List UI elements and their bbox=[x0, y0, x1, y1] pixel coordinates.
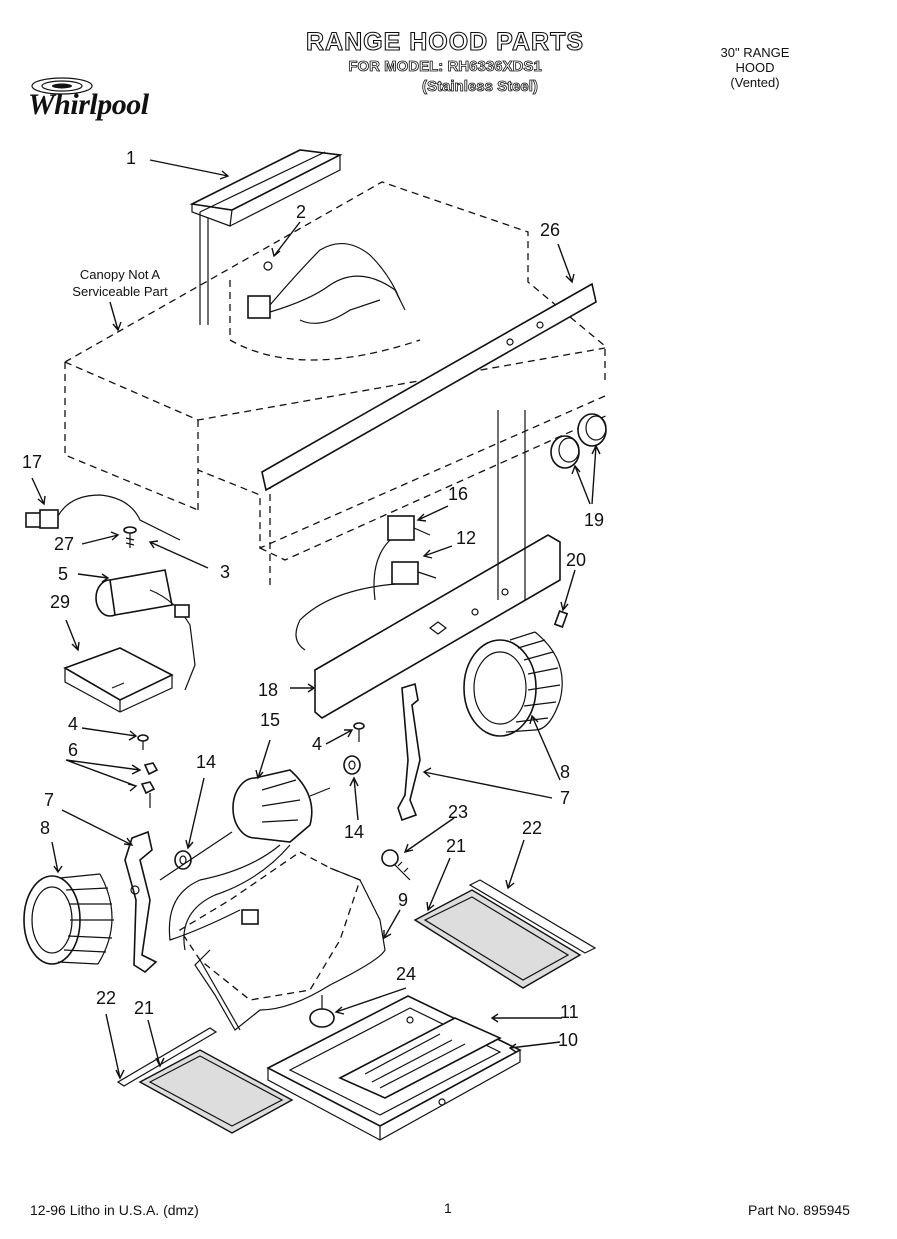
callout-8-left: 8 bbox=[40, 818, 51, 838]
brand-swirl-icon bbox=[31, 77, 93, 95]
footer-part-number: Part No. 895945 bbox=[748, 1202, 850, 1218]
callout-8-right: 8 bbox=[560, 762, 571, 782]
hood-type-line3: (Vented) bbox=[730, 75, 780, 90]
part-27-screw bbox=[123, 526, 137, 548]
callout-21-left: 21 bbox=[134, 998, 155, 1018]
canopy-note-line2: Serviceable Part bbox=[72, 284, 168, 299]
part-21-filter-left bbox=[138, 1049, 294, 1134]
callout-12: 12 bbox=[456, 528, 477, 548]
brand-logo: Whirlpool bbox=[24, 74, 184, 139]
canopy-outline bbox=[64, 181, 611, 585]
part-19-knob-front bbox=[550, 435, 580, 469]
callout-7-left: 7 bbox=[44, 790, 55, 810]
part-20-thermal-fuse bbox=[553, 610, 569, 628]
footer-print-info: 12-96 Litho in U.S.A. (dmz) bbox=[30, 1202, 199, 1218]
callout-5: 5 bbox=[58, 564, 69, 584]
part-12-switch bbox=[295, 561, 437, 651]
part-14-grommet-right bbox=[343, 755, 361, 775]
part-8-blower-wheel-right bbox=[463, 631, 563, 737]
callout-14-right: 14 bbox=[344, 822, 365, 842]
part-7-bracket-right bbox=[397, 682, 421, 822]
canopy-note: Canopy Not A Serviceable Part bbox=[50, 266, 190, 300]
callout-16: 16 bbox=[448, 484, 469, 504]
callout-24: 24 bbox=[396, 964, 417, 984]
part-22-filter-frame-right bbox=[468, 879, 597, 954]
part-24-lamp bbox=[309, 995, 335, 1028]
hood-type-line2: HOOD bbox=[735, 60, 775, 75]
callout-1: 1 bbox=[126, 148, 137, 168]
part-6-nuts bbox=[140, 762, 159, 808]
part-7-bracket-left bbox=[124, 830, 158, 974]
part-21-filter-right bbox=[413, 889, 582, 989]
part-29-light-bracket bbox=[63, 647, 174, 713]
brand-name: Whirlpool bbox=[28, 88, 149, 121]
part-26-trim-strip bbox=[261, 282, 597, 492]
callout-11: 11 bbox=[560, 1002, 579, 1022]
page-title: RANGE HOOD PARTS bbox=[305, 27, 585, 56]
part-1-light-lens bbox=[189, 149, 343, 325]
callout-2: 2 bbox=[296, 202, 307, 222]
part-14-grommet-left bbox=[174, 850, 192, 870]
callout-3: 3 bbox=[220, 562, 231, 582]
footer-page-number: 1 bbox=[444, 1200, 452, 1216]
part-8-blower-wheel-left bbox=[23, 873, 114, 965]
callout-26: 26 bbox=[540, 220, 561, 240]
part-9-housing bbox=[179, 851, 386, 1031]
callout-9: 9 bbox=[398, 890, 409, 910]
callout-27: 27 bbox=[54, 534, 75, 554]
callout-21-right: 21 bbox=[446, 836, 467, 856]
callout-19: 19 bbox=[584, 510, 605, 530]
callout-18: 18 bbox=[258, 680, 279, 700]
callout-22-right: 22 bbox=[522, 818, 543, 838]
callout-29: 29 bbox=[50, 592, 71, 612]
finish-label: (Stainless Steel) bbox=[422, 78, 539, 96]
callout-4-center: 4 bbox=[312, 734, 323, 754]
callout-22-left: 22 bbox=[96, 988, 117, 1008]
callout-23: 23 bbox=[448, 802, 469, 822]
hood-type: 30" RANGE HOOD (Vented) bbox=[700, 45, 810, 90]
callout-4-left: 4 bbox=[68, 714, 79, 734]
part-15-motor bbox=[159, 769, 331, 951]
part-4-screw-left bbox=[137, 734, 149, 750]
canopy-note-line1: Canopy Not A bbox=[79, 267, 161, 282]
callout-20: 20 bbox=[566, 550, 587, 570]
hood-type-line1: 30" RANGE bbox=[720, 45, 790, 60]
callout-14-left: 14 bbox=[196, 752, 217, 772]
part-23-screw bbox=[381, 849, 411, 881]
model-number: FOR MODEL: RH6336XDS1 bbox=[348, 58, 542, 76]
part-4-screw-center bbox=[353, 722, 365, 742]
part-19-knob-rear bbox=[577, 413, 607, 447]
part-2-wiring-harness bbox=[247, 243, 406, 324]
part-22-filter-frame-left bbox=[116, 1027, 218, 1087]
part-5-lamp-socket bbox=[95, 569, 196, 691]
callout-10: 10 bbox=[558, 1030, 579, 1050]
part-17-power-cord bbox=[25, 494, 181, 541]
callout-6: 6 bbox=[68, 740, 79, 760]
callout-7-right: 7 bbox=[560, 788, 571, 808]
part-18-control-panel bbox=[314, 410, 561, 719]
callout-17: 17 bbox=[22, 452, 43, 472]
leader-lines bbox=[31, 159, 601, 1080]
part-11-light-lens bbox=[338, 1017, 502, 1099]
part-16-switch bbox=[373, 515, 431, 601]
callout-15: 15 bbox=[260, 710, 281, 730]
